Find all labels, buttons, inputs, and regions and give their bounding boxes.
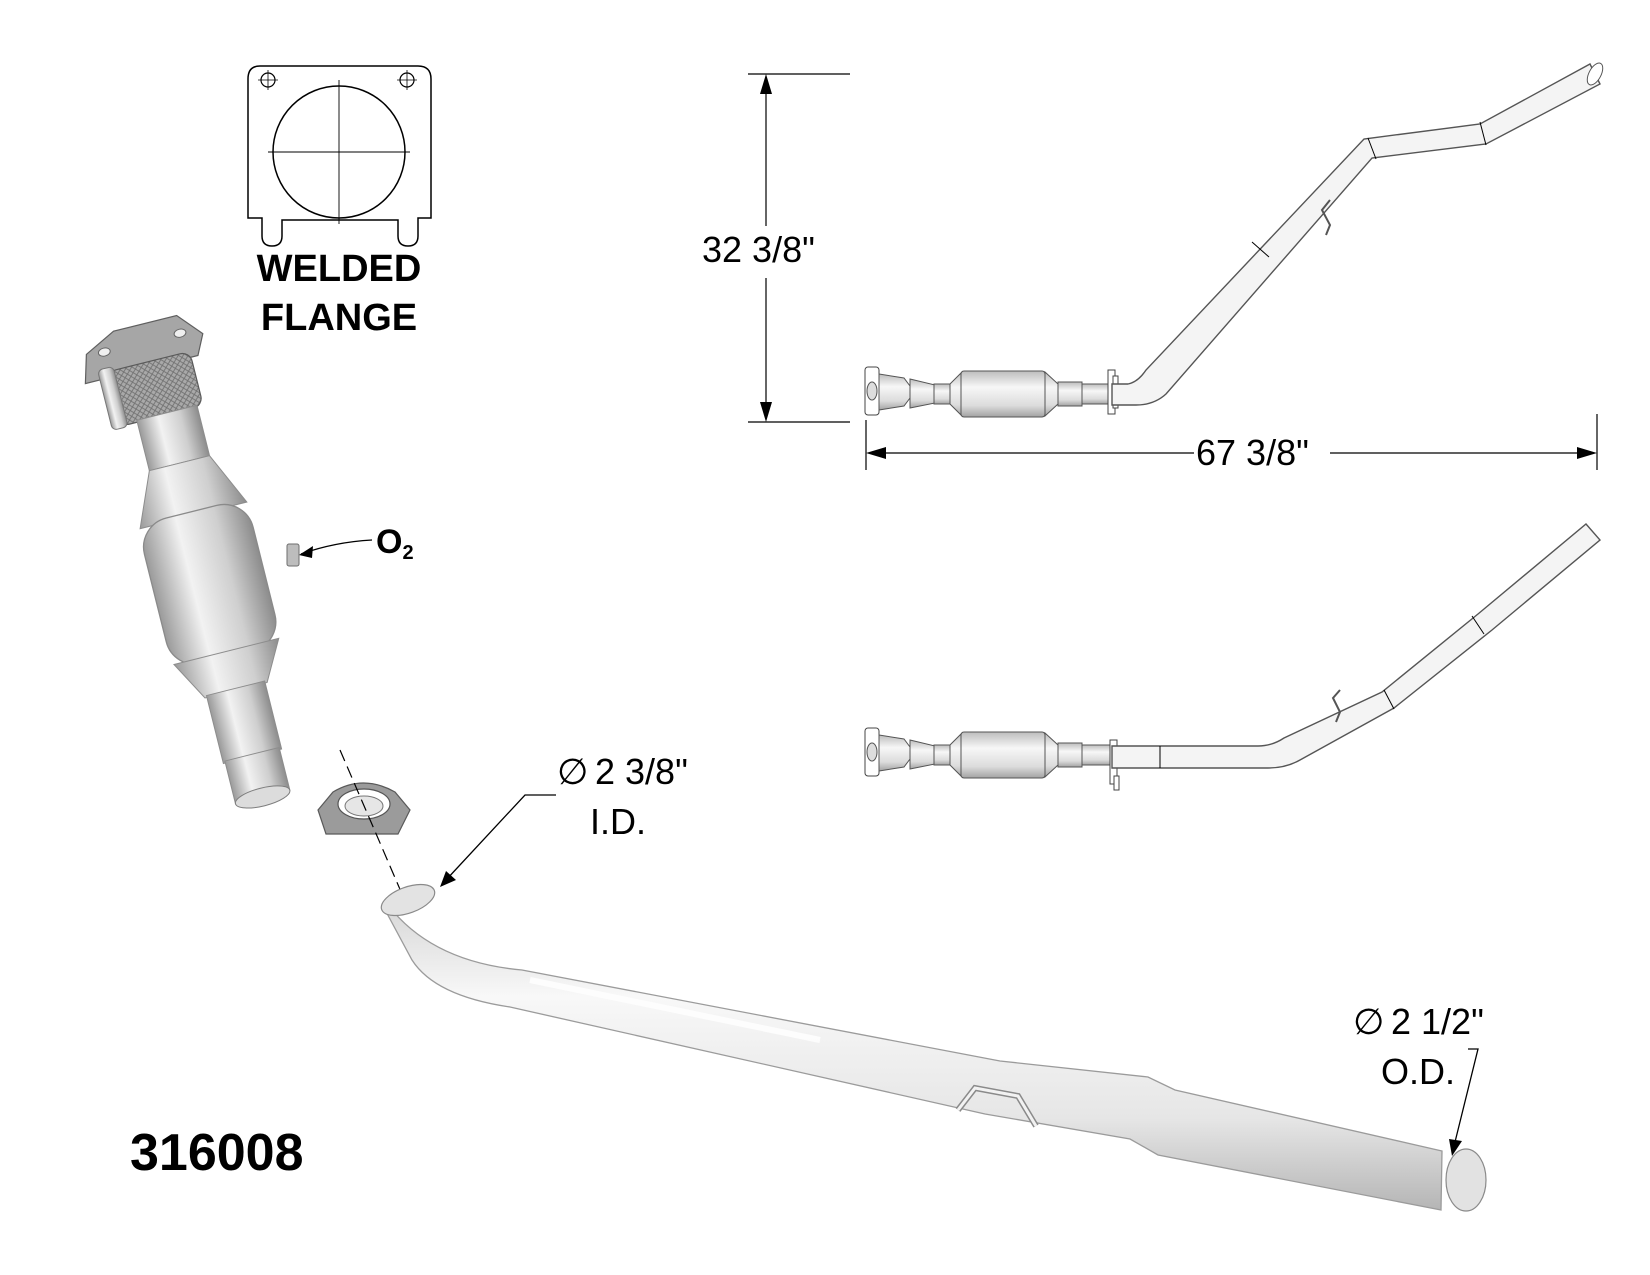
outlet-diameter-type: O.D. xyxy=(1381,1051,1455,1092)
top-view xyxy=(864,523,1601,791)
exhaust-clamp xyxy=(317,782,411,835)
side-view-dimensioned: 32 3/8" 67 3/8" xyxy=(702,62,1604,473)
catalytic-converter xyxy=(84,314,300,809)
pipe-outlet-opening xyxy=(1445,1148,1487,1212)
side-view-converter-body xyxy=(960,370,1046,418)
side-view-pipe xyxy=(1111,63,1601,406)
top-view-converter-body xyxy=(960,731,1046,779)
length-dimension-label: 67 3/8" xyxy=(1196,432,1309,473)
flange-label-line2: FLANGE xyxy=(261,297,417,339)
top-view-converter xyxy=(864,727,1120,791)
o2-callout: O2 xyxy=(299,523,414,564)
inlet-diameter-type: I.D. xyxy=(590,801,646,842)
flange-outline xyxy=(247,65,432,247)
o2-sensor-boss xyxy=(286,543,300,567)
main-pipe xyxy=(380,883,1487,1212)
outlet-diameter-symbol: ∅ xyxy=(1353,1001,1384,1042)
flange-label-line1: WELDED xyxy=(257,248,422,290)
side-view-converter xyxy=(864,366,1119,418)
top-view-hanger xyxy=(1331,689,1342,723)
outlet-diameter-callout: ∅ 2 1/2" O.D. xyxy=(1353,1001,1484,1156)
inlet-diameter-value: 2 3/8" xyxy=(595,751,688,792)
converter-inlet-flange xyxy=(84,314,204,385)
height-dimension-label: 32 3/8" xyxy=(702,229,815,270)
part-number: 316008 xyxy=(130,1124,304,1182)
side-view-hanger xyxy=(1320,199,1332,236)
inlet-diameter-symbol: ∅ xyxy=(557,751,588,792)
assembly-center-line xyxy=(339,749,403,895)
outlet-diameter-value: 2 1/2" xyxy=(1391,1001,1484,1042)
o2-label: O2 xyxy=(376,523,414,564)
top-view-pipe xyxy=(1111,523,1601,769)
pipe-inlet-opening xyxy=(380,883,436,917)
inlet-diameter-callout: ∅ 2 3/8" I.D. xyxy=(440,751,688,887)
flange-detail: WELDED FLANGE xyxy=(247,65,432,339)
